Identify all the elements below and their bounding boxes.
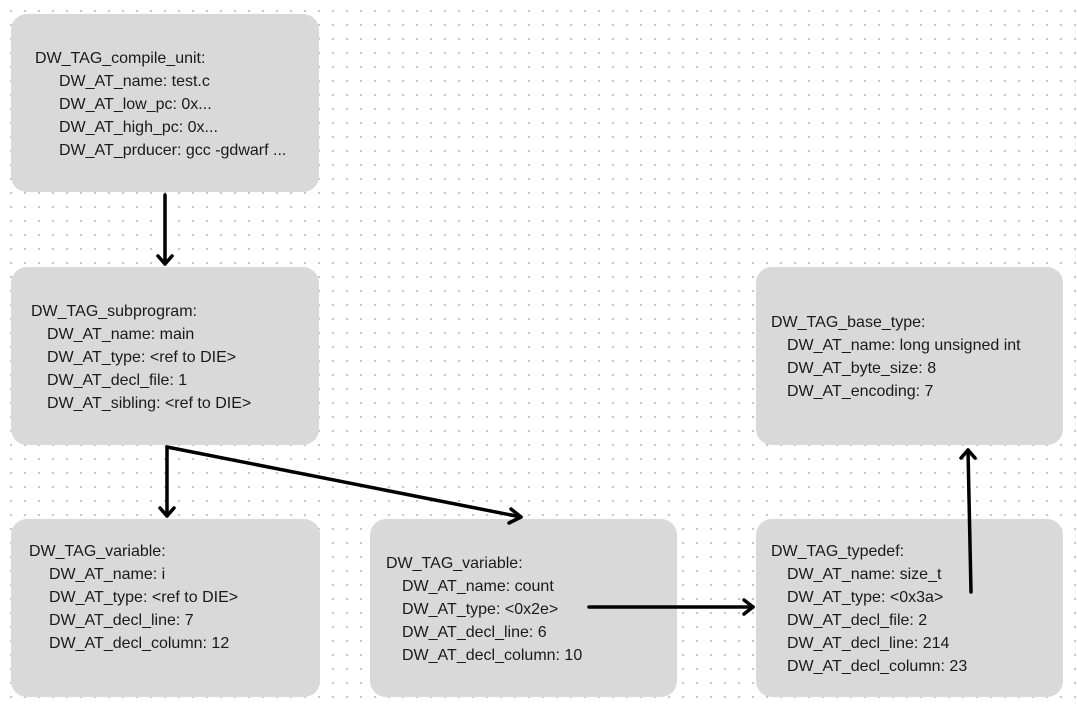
- attribute-decl-column: DW_AT_decl_column: 23: [787, 658, 968, 675]
- attribute-name: DW_AT_name: long unsigned int: [787, 337, 1021, 354]
- attribute-type: DW_AT_type: <0x2e>: [402, 601, 559, 618]
- attribute-decl-file: DW_AT_decl_file: 1: [47, 372, 188, 389]
- node-compile-unit[interactable]: DW_TAG_compile_unit: DW_AT_name: test.c …: [11, 14, 319, 192]
- node-variable-count[interactable]: DW_TAG_variable: DW_AT_name: count DW_AT…: [370, 519, 677, 697]
- attribute-byte-size: DW_AT_byte_size: 8: [787, 360, 937, 377]
- node-subprogram[interactable]: DW_TAG_subprogram: DW_AT_name: main DW_A…: [11, 267, 319, 445]
- node-title: DW_TAG_compile_unit:: [35, 50, 206, 67]
- attribute-type: DW_AT_type: <ref to DIE>: [47, 349, 237, 366]
- node-variable-i[interactable]: DW_TAG_variable: DW_AT_name: i DW_AT_typ…: [11, 519, 320, 697]
- attribute-type: DW_AT_type: <0x3a>: [787, 589, 944, 606]
- attribute-decl-line: DW_AT_decl_line: 6: [402, 624, 547, 641]
- node-title: DW_TAG_variable:: [29, 543, 166, 560]
- attribute-low-pc: DW_AT_low_pc: 0x...: [59, 96, 212, 113]
- node-typedef[interactable]: DW_TAG_typedef: DW_AT_name: size_t DW_AT…: [756, 519, 1063, 697]
- attribute-encoding: DW_AT_encoding: 7: [787, 383, 934, 400]
- attribute-decl-line: DW_AT_decl_line: 214: [787, 635, 950, 652]
- node-title: DW_TAG_typedef:: [771, 543, 905, 560]
- attribute-producer: DW_AT_prducer: gcc -gdwarf ...: [59, 142, 287, 159]
- attribute-decl-column: DW_AT_decl_column: 12: [49, 635, 230, 652]
- attribute-name: DW_AT_name: test.c: [59, 73, 210, 90]
- edge-subprogram-to-variable-i: [158, 445, 176, 518]
- edge-compile-unit-to-subprogram: [156, 193, 174, 266]
- node-base-type[interactable]: DW_TAG_base_type: DW_AT_name: long unsig…: [756, 267, 1063, 445]
- attribute-sibling: DW_AT_sibling: <ref to DIE>: [47, 395, 252, 412]
- node-title: DW_TAG_variable:: [386, 555, 523, 572]
- node-title: DW_TAG_subprogram:: [31, 303, 197, 320]
- attribute-name: DW_AT_name: i: [49, 566, 166, 583]
- attribute-decl-line: DW_AT_decl_line: 7: [49, 612, 194, 629]
- node-title: DW_TAG_base_type:: [771, 314, 926, 331]
- attribute-type: DW_AT_type: <ref to DIE>: [49, 589, 239, 606]
- attribute-name: DW_AT_name: count: [402, 578, 554, 595]
- attribute-decl-column: DW_AT_decl_column: 10: [402, 647, 583, 664]
- edge-subprogram-to-variable-count: [165, 445, 523, 525]
- attribute-name: DW_AT_name: size_t: [787, 566, 942, 583]
- attribute-decl-file: DW_AT_decl_file: 2: [787, 612, 928, 629]
- attribute-name: DW_AT_name: main: [47, 326, 195, 343]
- attribute-high-pc: DW_AT_high_pc: 0x...: [59, 119, 218, 136]
